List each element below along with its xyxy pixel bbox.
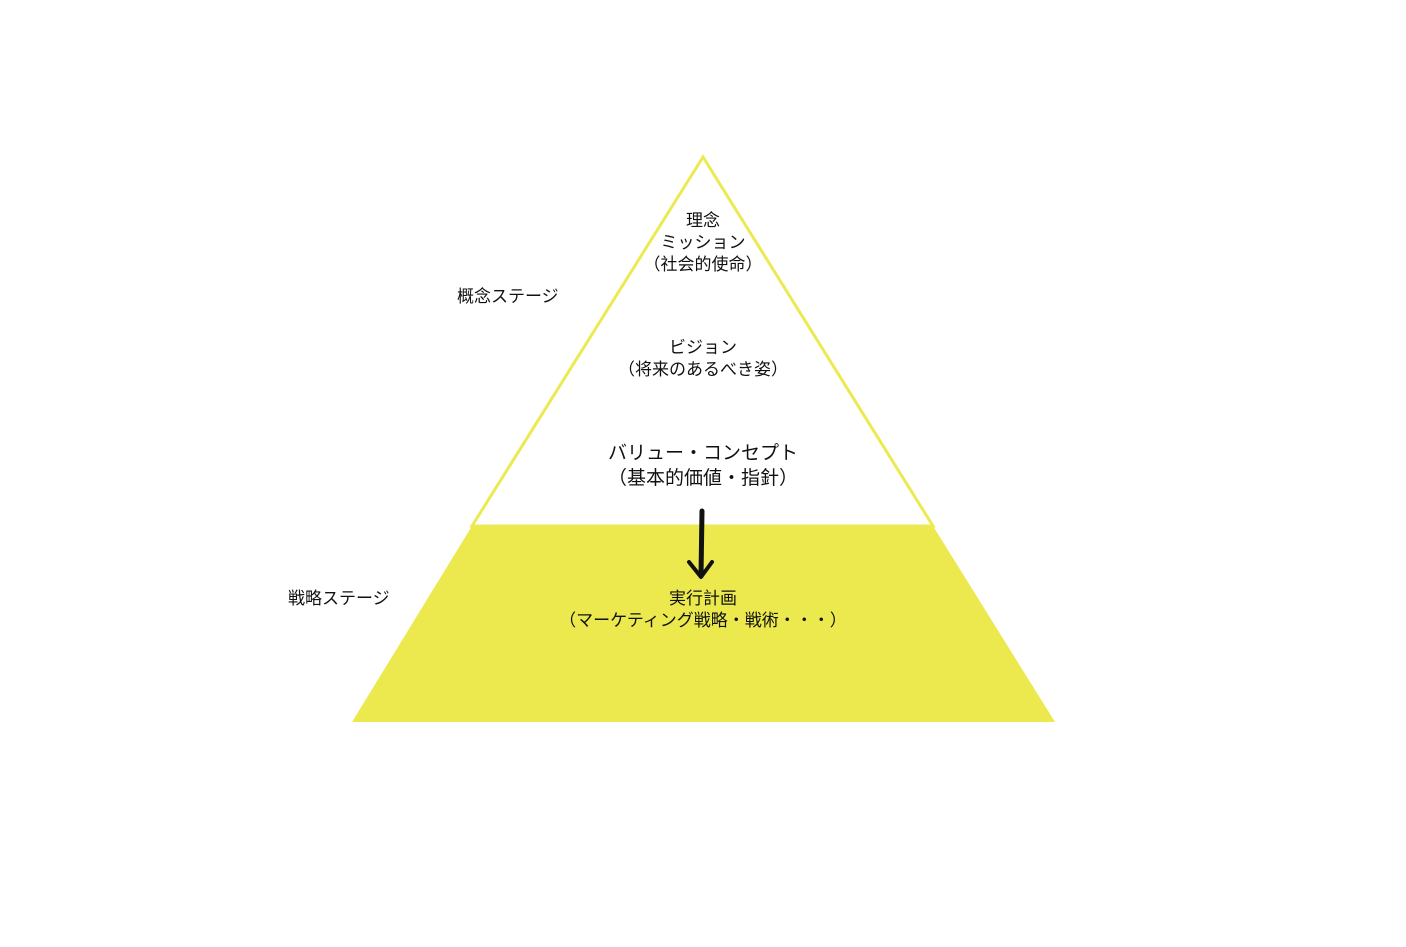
execution-description: （マーケティング戦略・戦術・・・）	[559, 611, 847, 631]
vision-tier-label: ビジョン （将来のあるべき姿）	[580, 337, 826, 381]
value-description: （基本的価値・指針）	[607, 467, 798, 489]
strategy-stage-label: 戦略ステージ	[288, 589, 390, 609]
execution-tier-label: 実行計画 （マーケティング戦略・戦術・・・）	[505, 588, 901, 632]
vision-title: ビジョン	[669, 338, 737, 358]
mission-title: ミッション	[660, 233, 746, 253]
execution-title: 実行計画	[669, 589, 737, 609]
mission-description: （社会的使命）	[643, 255, 763, 275]
philosophy-tier-label: 理念 ミッション （社会的使命）	[600, 210, 806, 276]
value-title: バリュー・コンセプト	[607, 442, 798, 464]
vision-description: （将来のあるべき姿）	[618, 360, 788, 380]
value-tier-label: バリュー・コンセプト （基本的価値・指針）	[560, 441, 846, 491]
concept-stage-label: 概念ステージ	[457, 287, 559, 307]
strategy-tier-shape	[352, 526, 1055, 722]
down-arrow-icon	[687, 508, 714, 579]
philosophy-title: 理念	[686, 211, 720, 231]
